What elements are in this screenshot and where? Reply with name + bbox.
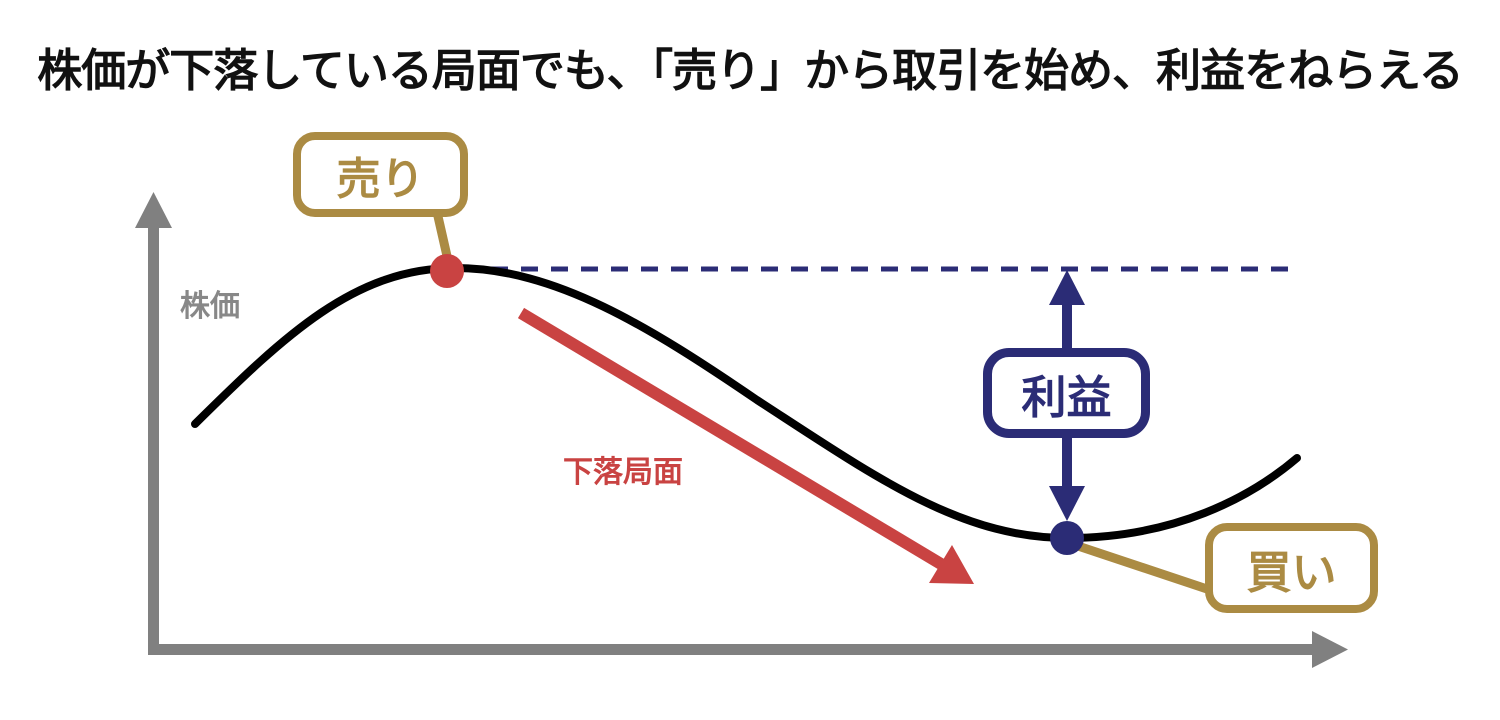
decline-arrow bbox=[517, 307, 974, 584]
sell-callout: 売り bbox=[293, 132, 468, 217]
buy-point bbox=[1050, 521, 1084, 555]
price-curve bbox=[191, 263, 1301, 543]
x-axis-line bbox=[148, 644, 1315, 655]
profit-arrow-down-head-icon bbox=[1049, 486, 1085, 521]
x-axis bbox=[148, 631, 1348, 668]
buy-callout: 買い bbox=[1205, 523, 1378, 613]
profit-callout-label: 利益 bbox=[1021, 371, 1112, 423]
y-axis bbox=[135, 192, 172, 655]
decline-phase-label: 下落局面 bbox=[563, 456, 683, 489]
decline-arrowhead-icon bbox=[929, 545, 974, 584]
y-axis-line bbox=[148, 224, 159, 655]
sell-point bbox=[430, 254, 464, 288]
sell-callout-connector bbox=[432, 211, 452, 257]
x-axis-arrowhead-icon bbox=[1312, 631, 1348, 668]
y-axis-arrowhead-icon bbox=[135, 192, 172, 228]
sell-callout-label: 売り bbox=[336, 154, 425, 204]
decline-arrow-shaft bbox=[517, 307, 945, 570]
diagram-title: 株価が下落している局面でも、「売り」から取引を始め、利益をねらえる bbox=[37, 45, 1463, 96]
profit-arrow-up-head-icon bbox=[1049, 270, 1085, 305]
buy-callout-label: 買い bbox=[1246, 546, 1337, 598]
buy-callout-connector bbox=[1061, 536, 1212, 595]
y-axis-label: 株価 bbox=[180, 290, 240, 323]
profit-callout: 利益 bbox=[983, 348, 1150, 438]
